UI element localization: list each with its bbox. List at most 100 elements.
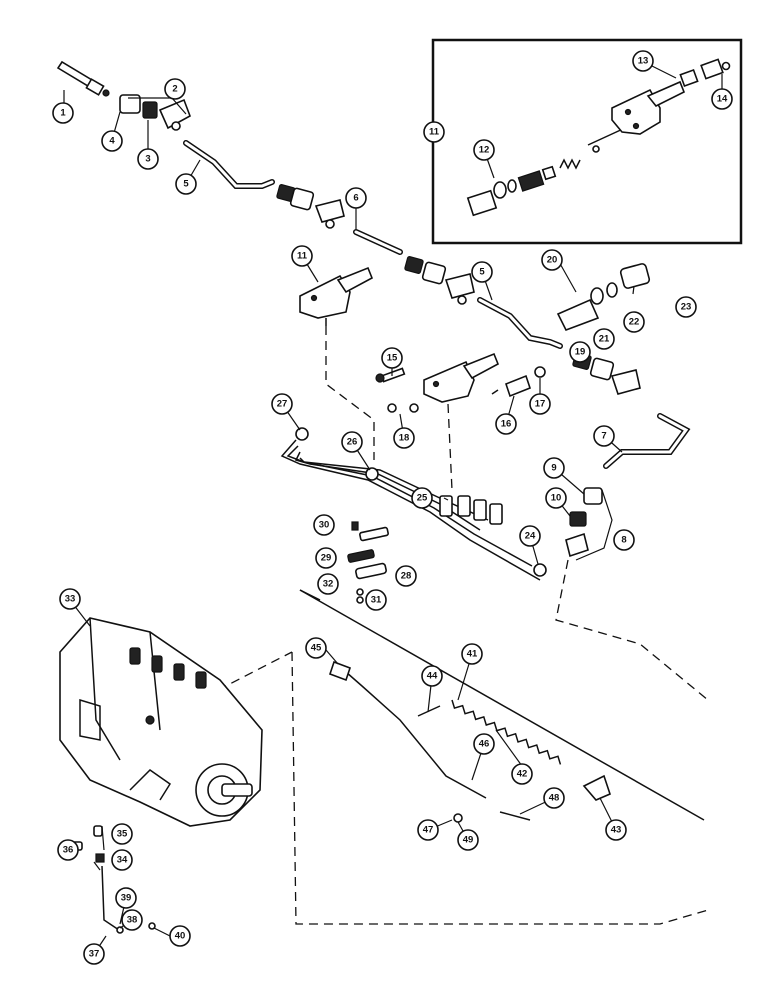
svg-text:33: 33	[65, 594, 76, 605]
svg-text:26: 26	[347, 437, 358, 448]
callout-24: 24	[519, 525, 541, 547]
callout-28: 28	[395, 565, 417, 587]
callout-42: 42	[511, 763, 533, 785]
callout-32: 32	[317, 573, 339, 595]
svg-text:5: 5	[479, 267, 485, 278]
svg-text:39: 39	[121, 893, 132, 904]
callout-43: 43	[605, 819, 627, 841]
injector-upper	[299, 266, 374, 326]
callout-6: 6	[345, 187, 367, 209]
svg-text:1: 1	[60, 108, 66, 119]
small-hardware	[417, 705, 531, 823]
callout-15: 15	[381, 347, 403, 369]
bleed-screw	[56, 60, 110, 97]
svg-text:44: 44	[427, 671, 438, 682]
svg-text:24: 24	[525, 531, 536, 542]
assembly-dashed-lines	[217, 326, 709, 925]
callout-17: 17	[529, 393, 551, 415]
bracket	[582, 774, 611, 801]
delivery-valve-holders	[439, 495, 503, 525]
return-spring	[451, 699, 562, 765]
callout-16: 16	[495, 413, 517, 435]
svg-text:11: 11	[297, 251, 308, 262]
callout-34: 34	[111, 849, 133, 871]
svg-text:18: 18	[399, 433, 410, 444]
callout-9: 9	[543, 457, 565, 479]
svg-text:30: 30	[319, 520, 330, 531]
callout-36: 36	[57, 839, 79, 861]
svg-text:27: 27	[277, 399, 288, 410]
fitting-group-right	[556, 263, 651, 395]
svg-text:13: 13	[638, 56, 649, 67]
svg-text:49: 49	[463, 835, 474, 846]
svg-text:5: 5	[183, 179, 189, 190]
svg-text:22: 22	[629, 317, 640, 328]
callout-22: 22	[623, 311, 645, 333]
callout-45: 45	[305, 637, 327, 659]
return-fittings	[565, 487, 603, 558]
callout-21: 21	[593, 328, 615, 350]
callout-30: 30	[313, 514, 335, 536]
pipe-clamps	[347, 521, 389, 604]
callout-27: 27	[271, 393, 293, 415]
svg-text:16: 16	[501, 419, 512, 430]
callout-1: 1	[52, 102, 74, 124]
callout-40: 40	[169, 925, 191, 947]
svg-text:8: 8	[621, 535, 626, 546]
svg-text:42: 42	[517, 769, 528, 780]
svg-text:20: 20	[547, 255, 558, 266]
callout-12: 12	[473, 139, 495, 161]
svg-text:46: 46	[479, 739, 490, 750]
svg-text:40: 40	[175, 931, 186, 942]
fitting-group-mid-upper	[276, 184, 345, 229]
callout-10: 10	[545, 487, 567, 509]
callout-23: 23	[675, 296, 697, 318]
svg-text:28: 28	[401, 571, 412, 582]
callout-35: 35	[111, 823, 133, 845]
callout-20: 20	[541, 249, 563, 271]
callout-26: 26	[341, 431, 363, 453]
callout-25: 25	[411, 487, 433, 509]
stud-and-nuts	[375, 367, 419, 413]
svg-text:37: 37	[89, 949, 100, 960]
svg-text:9: 9	[551, 463, 556, 474]
svg-text:47: 47	[423, 825, 434, 836]
injection-pump	[59, 617, 263, 827]
svg-text:7: 7	[601, 431, 606, 442]
callout-13: 13	[632, 50, 654, 72]
callout-31: 31	[365, 589, 387, 611]
svg-text:29: 29	[321, 553, 332, 564]
svg-text:45: 45	[311, 643, 322, 654]
svg-text:10: 10	[551, 493, 562, 504]
svg-text:23: 23	[681, 302, 692, 313]
fitting-group-center	[404, 256, 475, 305]
control-rod	[328, 660, 487, 799]
svg-text:14: 14	[717, 94, 728, 105]
callout-39: 39	[115, 887, 137, 909]
inset-injector-body	[587, 58, 731, 146]
svg-text:21: 21	[599, 334, 610, 345]
svg-text:34: 34	[117, 855, 128, 866]
callout-48: 48	[543, 787, 565, 809]
svg-text:15: 15	[387, 353, 398, 364]
callout-7: 7	[593, 425, 615, 447]
callout-29: 29	[315, 547, 337, 569]
svg-text:12: 12	[479, 145, 490, 156]
svg-text:3: 3	[145, 154, 150, 165]
svg-text:38: 38	[127, 915, 138, 926]
callout-49: 49	[457, 829, 479, 851]
callout-47: 47	[417, 819, 439, 841]
callout-8: 8	[613, 529, 635, 551]
svg-text:43: 43	[611, 825, 622, 836]
svg-text:11: 11	[429, 127, 440, 138]
callout-19: 19	[569, 341, 591, 363]
callout-46: 46	[473, 733, 495, 755]
part-callouts: 1 2 3 4 5 6 11 11 12 13 14 5 20 23 22 21…	[52, 50, 733, 965]
svg-text:36: 36	[63, 845, 74, 856]
callout-44: 44	[421, 665, 443, 687]
fitting-group-upper-left	[119, 94, 191, 131]
callout-18: 18	[393, 427, 415, 449]
svg-text:25: 25	[417, 493, 428, 504]
banjo-fitting	[491, 366, 546, 398]
